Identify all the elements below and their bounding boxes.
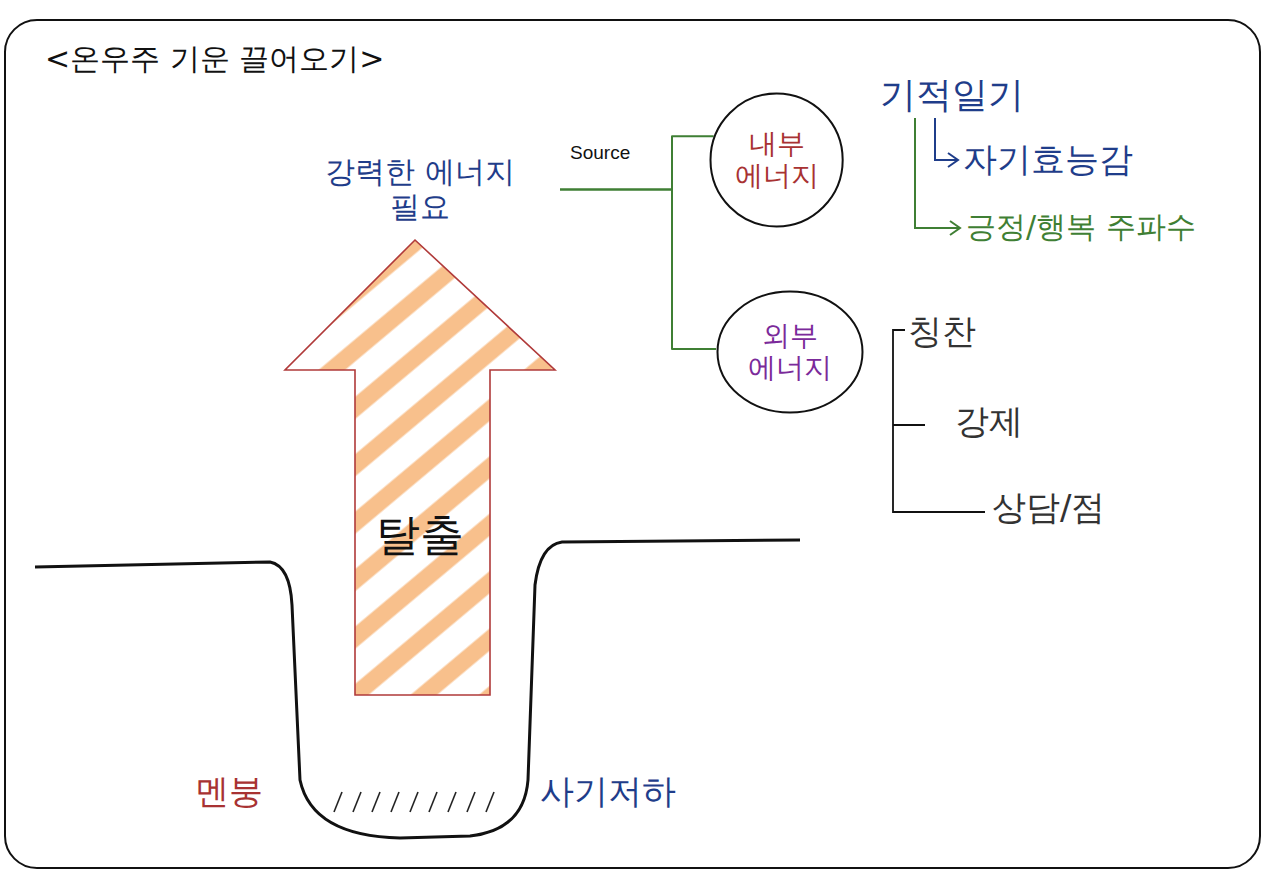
circle-label: 내부 에너지 (729, 128, 824, 192)
hatch-stroke (353, 792, 361, 812)
list-item: 상담/점 (992, 488, 1105, 527)
note-item: 자기효능감 (963, 140, 1133, 179)
arrow-heading: 강력한 에너지 필요 (280, 155, 560, 224)
circle-label: 외부 에너지 (742, 320, 837, 384)
pit-hatching (334, 792, 494, 812)
state-label: 사기저하 (540, 772, 676, 811)
arrow-hook (915, 118, 960, 228)
arrow-hatch (285, 240, 555, 695)
list-item: 강제 (955, 402, 1023, 441)
edge-label: Source (570, 142, 630, 164)
page-frame (5, 20, 1260, 868)
arrow-hook (935, 118, 958, 160)
hatch-stroke (467, 792, 475, 812)
bracket-connector (560, 190, 716, 349)
diagram-title: <온우주 기운 끌어오기> (45, 42, 384, 77)
list-item: 칭찬 (908, 312, 976, 351)
hatch-stroke (429, 792, 437, 812)
circle-outline (711, 94, 843, 227)
energy-circle: 내부 에너지 (709, 92, 844, 228)
arrow-label: 탈출 (280, 510, 560, 561)
hatch-stroke (391, 792, 399, 812)
hatch-stroke (448, 792, 456, 812)
hatch-stroke (410, 792, 418, 812)
escape-arrow: 강력한 에너지 필요탈출 (280, 155, 560, 700)
note-item: 긍정/행복 주파수 (966, 210, 1196, 245)
circle-outline (718, 292, 863, 413)
arrow-shape (280, 155, 560, 700)
arrow-head (948, 153, 958, 167)
hatch-stroke (486, 792, 494, 812)
arrow-head (950, 221, 960, 235)
arrow-outline (285, 240, 555, 695)
energy-circle: 외부 에너지 (716, 290, 864, 414)
hatch-stroke (372, 792, 380, 812)
bracket-connector (560, 136, 714, 189)
hatch-stroke (334, 792, 342, 812)
state-label: 멘붕 (195, 772, 263, 811)
note-heading: 기적일기 (880, 74, 1024, 115)
